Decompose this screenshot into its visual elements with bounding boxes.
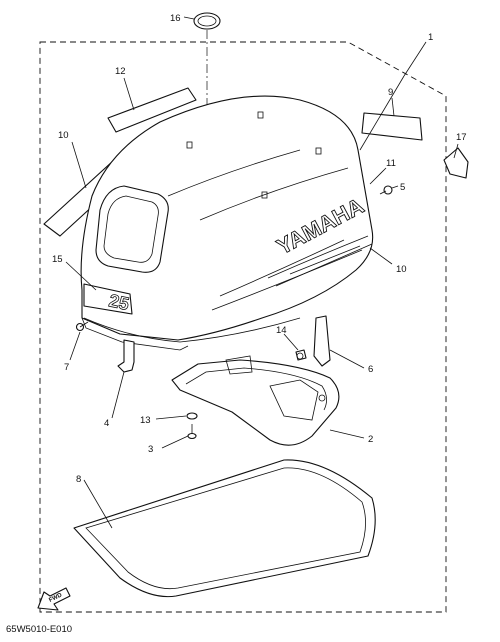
callout-5: 5 xyxy=(400,182,405,193)
fwd-arrow: FWD xyxy=(37,587,71,611)
callout-17: 17 xyxy=(456,132,467,143)
part-13-washer xyxy=(186,412,198,420)
part-16-ring xyxy=(193,12,221,30)
callout-14: 14 xyxy=(276,325,287,336)
callout-3: 3 xyxy=(148,444,153,455)
model-text: 25 xyxy=(107,290,131,314)
part-2-lower-cover xyxy=(171,352,340,446)
part-5-bolt xyxy=(379,185,393,195)
callout-13: 13 xyxy=(140,415,151,426)
callout-1: 1 xyxy=(428,32,433,43)
part-12-stripe-decal xyxy=(107,87,197,133)
part-15-model-badge: 25 xyxy=(83,283,133,315)
callout-11: 11 xyxy=(386,158,396,169)
drawing-code: 65W5010-E010 xyxy=(6,624,73,635)
callout-4: 4 xyxy=(104,418,109,429)
part-3-screw xyxy=(187,424,197,440)
callout-2: 2 xyxy=(368,434,373,445)
part-8-seal-ring xyxy=(73,459,376,598)
part-7-screw xyxy=(75,321,89,332)
part-1-top-cowling xyxy=(80,95,374,351)
callout-15: 15 xyxy=(52,254,63,265)
callout-16: 16 xyxy=(170,13,181,24)
fwd-text: FWD xyxy=(48,592,64,604)
part-6-bracket xyxy=(313,315,331,367)
callout-8: 8 xyxy=(76,474,81,485)
callout-9: 9 xyxy=(388,87,393,98)
callout-10-right: 10 xyxy=(396,264,407,275)
part-9-decal xyxy=(361,112,423,141)
part-4-bracket xyxy=(117,339,135,373)
callout-12: 12 xyxy=(115,66,126,77)
callout-10-left: 10 xyxy=(58,130,69,141)
part-17-clip xyxy=(443,147,469,179)
leader-lines xyxy=(65,16,459,529)
callout-6: 6 xyxy=(368,364,373,375)
callout-7: 7 xyxy=(64,362,69,373)
